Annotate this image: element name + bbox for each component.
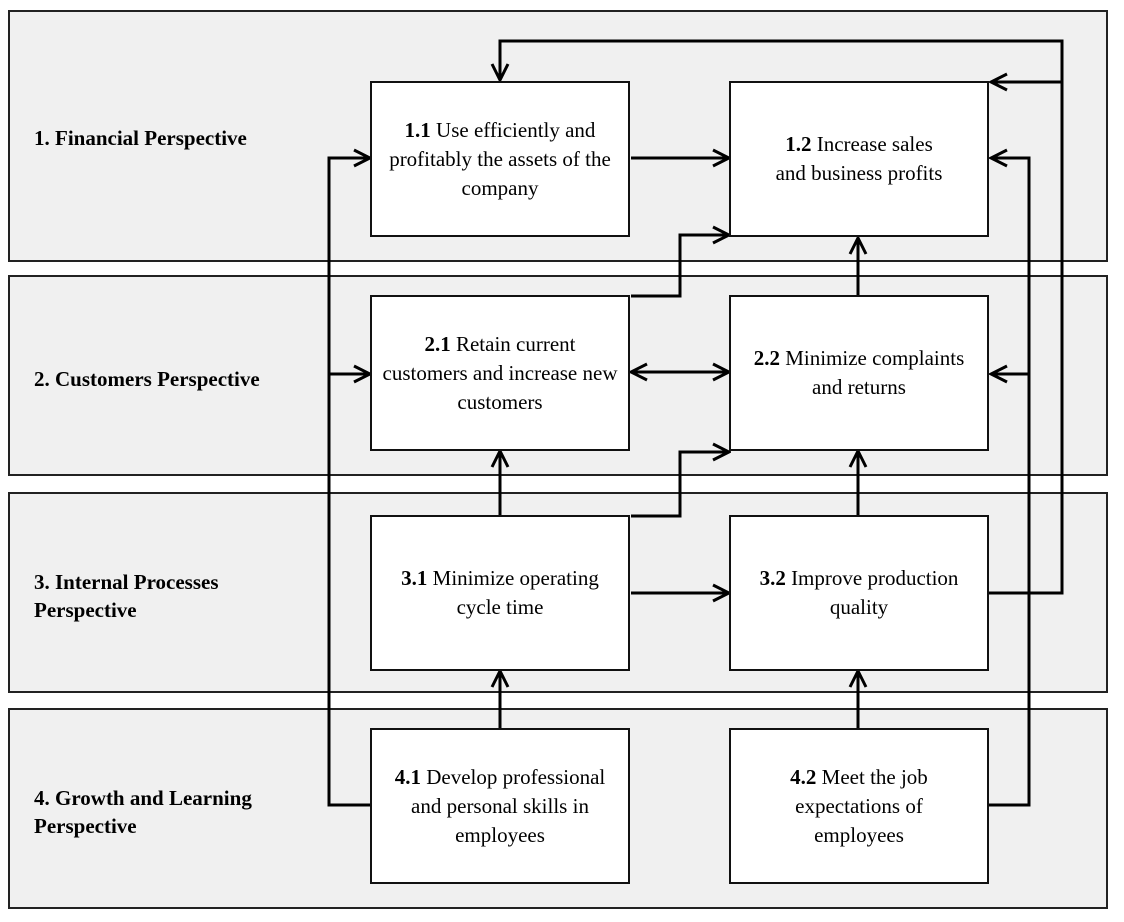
objective-1-2: 1.2 Increase sales and business profits (729, 81, 989, 237)
arrow-4-2-to-1-2 (989, 158, 1031, 807)
perspective-label-growth-learning: 4. Growth and Learning Perspective (34, 786, 252, 838)
arrow-2-1-to-1-2 (631, 235, 729, 298)
objective-number: 4.1 (394, 764, 421, 789)
objective-2-2: 2.2 Minimize complaints and returns (729, 295, 989, 451)
objective-3-1: 3.1 Minimize operating cycle time (370, 515, 630, 671)
objective-text: Meet the job expectations of employees (795, 764, 928, 847)
objective-number: 4.2 (790, 764, 817, 789)
objective-number: 1.1 (404, 117, 431, 142)
objective-1-1: 1.1 Use efficiently and profitably the a… (370, 81, 630, 237)
arrow-4-1-to-1-1 (327, 158, 371, 807)
objective-text: Use efficiently and profitably the asset… (389, 117, 611, 200)
objective-text: Improve production quality (791, 566, 959, 619)
perspective-label-internal-processes: 3. Internal Processes Perspective (34, 570, 219, 622)
objective-number: 1.2 (785, 132, 812, 156)
objective-text: Minimize operating cycle time (432, 566, 599, 619)
objective-number: 2.1 (424, 331, 451, 356)
objective-text: Retain current customers and increase ne… (382, 331, 618, 414)
arrow-3-1-to-2-2 (631, 452, 729, 518)
objective-text: Develop professional and personal skills… (411, 764, 606, 847)
objective-number: 2.2 (753, 346, 780, 370)
objective-4-1: 4.1 Develop professional and personal sk… (370, 728, 630, 884)
objective-number: 3.2 (759, 566, 786, 590)
arrow-3-2-to-1-1 (500, 39, 1064, 595)
perspective-label-financial: 1. Financial Perspective (34, 126, 247, 150)
objective-text: Minimize complaints and returns (785, 346, 965, 399)
perspective-label-customers: 2. Customers Perspective (34, 367, 260, 391)
objective-2-1: 2.1 Retain current customers and increas… (370, 295, 630, 451)
objective-number: 3.1 (401, 566, 428, 590)
objective-text: Increase sales and business profits (775, 132, 943, 185)
objective-3-2: 3.2 Improve production quality (729, 515, 989, 671)
objective-4-2: 4.2 Meet the job expectations of employe… (729, 728, 989, 884)
